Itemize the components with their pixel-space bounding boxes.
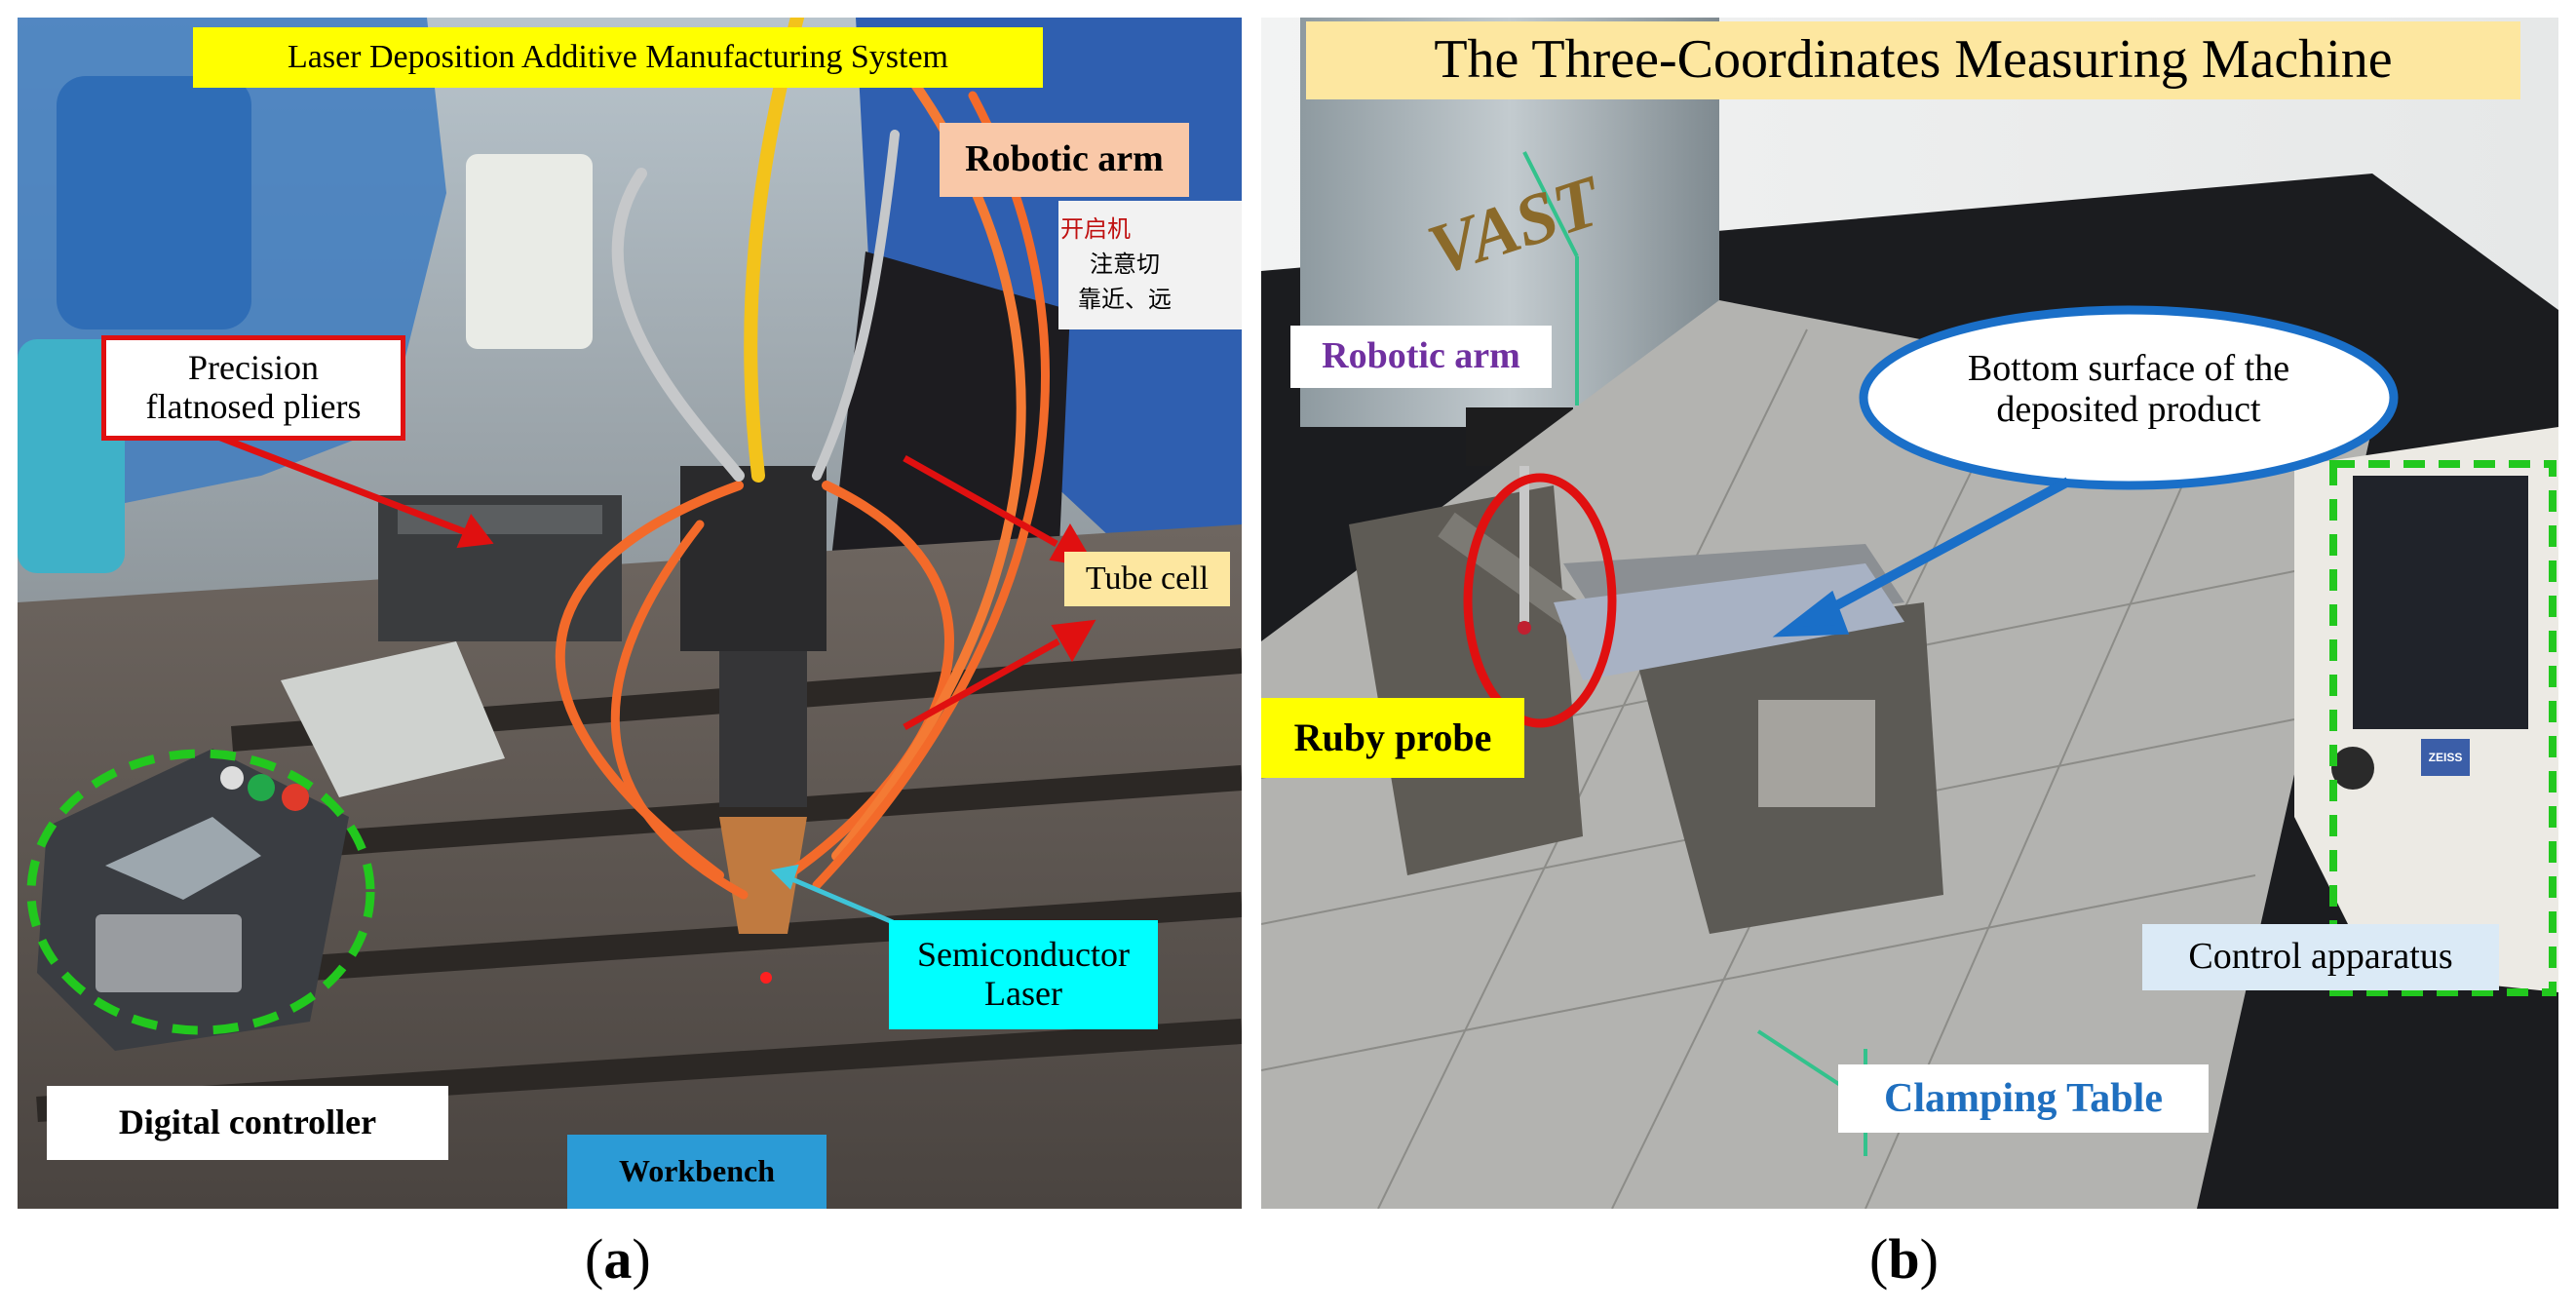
bottom-surface-label: Bottom surface of the deposited product [1885,331,2372,448]
sign-text-1: 开启机 [1060,214,1131,243]
sign-text-2: 注意切 [1090,250,1160,278]
probe-highlight [1463,473,1617,728]
panel-b-title: The Three-Coordinates Measuring Machine [1306,21,2520,99]
workbench-label: Workbench [567,1135,827,1209]
pliers-label: Precision flatnosed pliers [101,335,405,441]
panel-b-scene [1261,18,2558,1209]
bottom-surface-line2: deposited product [1996,389,2261,430]
blue-arrow [1772,477,2071,638]
laser-label-line2: Laser [984,974,1062,1013]
pliers-label-line1: Precision [188,348,319,388]
robotic-arm-label: Robotic arm [940,123,1189,197]
caption-b-open: ( [1869,1227,1889,1291]
control-apparatus-label: Control apparatus [2142,924,2499,990]
control-apparatus-highlight [2329,460,2557,996]
caption-a-close: ) [632,1227,651,1291]
bottom-surface-callout [1859,305,2399,490]
sign-text-3: 靠近、远 [1078,285,1172,313]
caption-b-letter: b [1888,1227,1920,1291]
pliers-label-line2: flatnosed pliers [145,387,362,426]
caption-b: (b) [1869,1226,1939,1292]
caption-b-close: ) [1919,1227,1939,1291]
panel-a-title: Laser Deposition Additive Manufacturing … [193,27,1043,88]
caption-a: (a) [585,1226,651,1292]
clamping-table-label: Clamping Table [1838,1064,2209,1133]
laser-label-line1: Semiconductor [917,935,1130,975]
tube-cell-label: Tube cell [1064,552,1230,606]
panel-b-photo: VAST ZEISS The Three-Coordinates Measuri… [1261,18,2558,1209]
ruby-probe-label: Ruby probe [1261,698,1524,778]
red-arrows [204,428,1096,731]
zeiss-logo: ZEISS [2428,751,2463,765]
digital-controller-label: Digital controller [47,1086,448,1160]
robotic-arm-label-b: Robotic arm [1290,326,1552,388]
panel-a-photo: 开启机 注意切 靠近、远 Laser Deposition Additive M… [18,18,1242,1209]
caption-a-letter: a [603,1227,633,1291]
semiconductor-laser-label: Semiconductor Laser [889,920,1158,1029]
controller-highlight [26,749,375,1035]
bottom-surface-line1: Bottom surface of the [1967,348,2290,390]
cyan-arrow [770,864,894,925]
pendant-keys [96,914,242,992]
warning-sign [1058,201,1242,329]
caption-a-open: ( [585,1227,604,1291]
